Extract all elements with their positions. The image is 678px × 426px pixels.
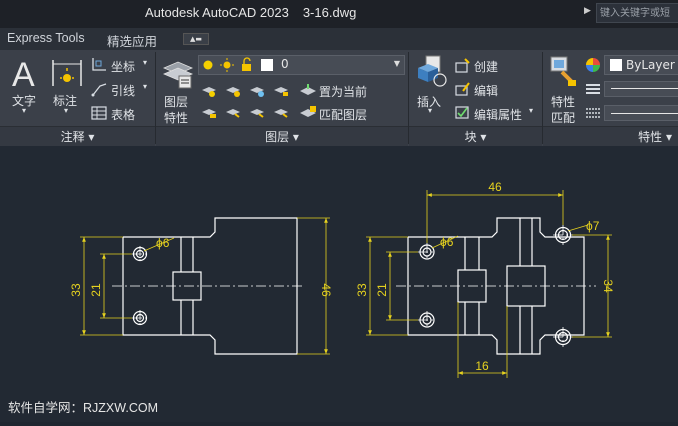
left-dim-21: 21 <box>89 283 103 297</box>
layers-panel-footer[interactable]: 图层 ▾ <box>156 126 408 146</box>
drawing-svg[interactable]: ϕ6 33 21 46 <box>0 146 678 422</box>
edit-attribute-icon[interactable] <box>453 104 471 120</box>
chevron-down-icon[interactable]: ▾ <box>428 106 433 115</box>
app-name: Autodesk AutoCAD 2023 <box>145 5 289 20</box>
ribbon-tab-bar: Express Tools 精选应用 <box>0 28 678 50</box>
leader-label[interactable]: 引线 <box>111 84 136 98</box>
color-wheel-icon[interactable] <box>585 57 601 73</box>
coordinate-label[interactable]: 坐标 <box>111 60 136 74</box>
right-dim-33: 33 <box>355 283 369 297</box>
chevron-down-icon[interactable]: ▾ <box>22 106 27 115</box>
chevron-down-icon[interactable]: ▾ <box>143 82 148 91</box>
right-dim-16: 16 <box>475 359 489 373</box>
right-dimensions <box>366 190 612 378</box>
panel-separator <box>542 52 543 144</box>
layer-state-icons <box>203 57 273 72</box>
left-centerlines <box>112 246 305 326</box>
edit-attribute-label[interactable]: 编辑属性 <box>474 108 523 122</box>
block-panel-footer[interactable]: 块 ▾ <box>409 126 542 146</box>
svg-text:A: A <box>12 56 35 92</box>
linetype-icon[interactable] <box>585 105 601 121</box>
layer-tools-row1-icons[interactable] <box>200 82 296 98</box>
linetype-dropdown[interactable] <box>604 105 678 121</box>
panel-separator <box>155 52 156 144</box>
layer-properties-label[interactable]: 图层 <box>164 95 189 109</box>
tab-express-tools[interactable]: Express Tools <box>7 31 85 45</box>
panel-separator <box>408 52 409 144</box>
layer-dropdown[interactable]: 0 ▼ <box>198 55 405 75</box>
color-value: ByLayer <box>626 58 675 72</box>
caret-right-icon[interactable]: ▶ <box>584 6 591 16</box>
right-dim-46: 46 <box>488 180 502 194</box>
properties-panel-footer[interactable]: 特性 ▾ <box>543 126 678 146</box>
leader-icon[interactable] <box>90 81 108 97</box>
annotation-panel-footer[interactable]: 注释 ▾ <box>0 126 155 146</box>
title-bar: Autodesk AutoCAD 2023 3-16.dwg ▶ 键入关键字或短 <box>0 0 678 28</box>
layer-properties-icon[interactable] <box>160 54 194 90</box>
match-properties-label[interactable]: 特性 <box>551 95 576 109</box>
file-name: 3-16.dwg <box>302 5 357 20</box>
tab-featured-apps[interactable]: 精选应用 <box>107 35 158 49</box>
color-swatch <box>610 59 622 71</box>
match-layer-label[interactable]: 匹配图层 <box>319 108 368 122</box>
insert-label[interactable]: 插入 <box>417 95 442 109</box>
text-tool-label[interactable]: 文字 <box>12 94 37 108</box>
window-title: Autodesk AutoCAD 2023 3-16.dwg <box>145 5 356 20</box>
right-dim-34: 34 <box>601 279 615 293</box>
create-block-icon[interactable] <box>453 58 471 74</box>
edit-label[interactable]: 编辑 <box>474 84 499 98</box>
layer-properties-label-2[interactable]: 特性 <box>164 111 189 125</box>
color-dropdown[interactable]: ByLayer <box>604 55 678 75</box>
set-current-label[interactable]: 置为当前 <box>319 85 368 99</box>
insert-block-icon[interactable] <box>414 54 448 90</box>
create-label[interactable]: 创建 <box>474 60 499 74</box>
watermark: 软件自学网：RJZXW.COM <box>8 401 158 415</box>
edit-block-icon[interactable] <box>453 81 471 97</box>
left-dimensions <box>80 217 330 355</box>
dimension-icon[interactable] <box>50 56 84 90</box>
left-dim-33: 33 <box>69 283 83 297</box>
right-dim-phi7: ϕ7 <box>586 219 600 233</box>
chevron-down-icon[interactable]: ▼ <box>393 59 400 68</box>
drawing-canvas[interactable]: ϕ6 33 21 46 <box>0 146 678 422</box>
chevron-down-icon[interactable]: ▾ <box>143 58 148 67</box>
tab-overflow-dropdown[interactable]: ▲▬ <box>183 33 209 45</box>
chevron-down-icon[interactable]: ▾ <box>64 106 69 115</box>
chevron-down-icon[interactable]: ▾ <box>529 106 534 115</box>
table-icon[interactable] <box>90 105 108 121</box>
lineweight-dropdown[interactable] <box>604 81 678 97</box>
match-properties-label-2[interactable]: 匹配 <box>551 111 576 125</box>
right-centerlines <box>396 225 596 347</box>
coordinate-icon[interactable] <box>90 57 108 73</box>
left-dim-phi6: ϕ6 <box>156 236 170 250</box>
right-dim-21: 21 <box>375 283 389 297</box>
set-current-icon[interactable] <box>298 82 318 98</box>
dimension-tool-label[interactable]: 标注 <box>53 94 78 108</box>
match-properties-icon[interactable] <box>548 54 580 88</box>
left-dim-46: 46 <box>319 283 333 297</box>
right-dim-phi6: ϕ6 <box>440 235 454 249</box>
table-label[interactable]: 表格 <box>111 108 136 122</box>
current-layer-name: 0 <box>281 57 289 71</box>
text-icon[interactable]: A <box>10 56 40 94</box>
search-input[interactable]: 键入关键字或短 <box>596 3 678 23</box>
lineweight-icon[interactable] <box>585 81 601 97</box>
match-layer-icon[interactable] <box>298 104 318 120</box>
layer-tools-row2-icons[interactable] <box>200 104 296 120</box>
